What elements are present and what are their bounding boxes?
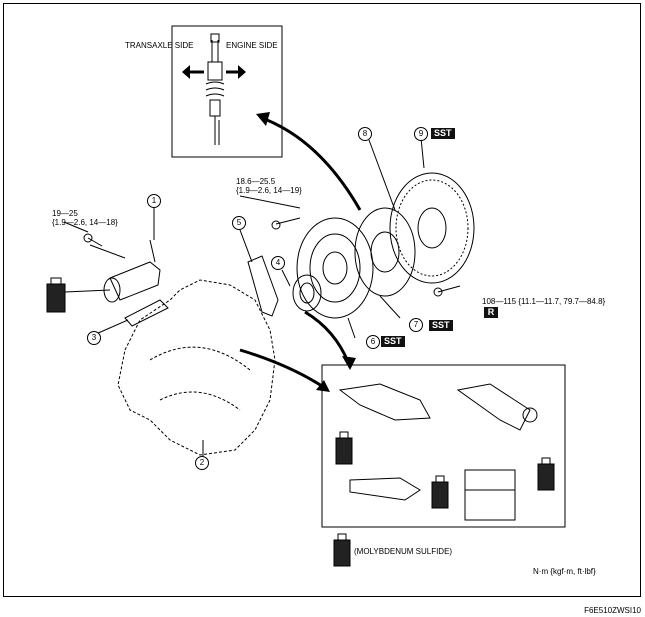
callout-8: 8: [358, 127, 372, 141]
figure-code: F6E510ZWSI10: [584, 606, 641, 615]
figure-frame: [3, 3, 641, 597]
engine-side-label: ENGINE SIDE: [226, 41, 278, 50]
arrow-to-bottom-inset-1: [304, 310, 350, 363]
callout-2: 2: [195, 456, 209, 470]
release-fork: [247, 255, 279, 317]
arrow-to-bottom-inset-2: [239, 348, 326, 390]
transaxle-side-label: TRANSAXLE SIDE: [125, 41, 194, 50]
inset-box-bottom: [321, 364, 566, 528]
torque-slave-line1: 19—25: [52, 209, 78, 218]
callout-7: 7: [409, 318, 423, 332]
callout-9: 9: [414, 127, 428, 141]
grease-note: (MOLYBDENUM SULFIDE): [354, 547, 453, 556]
callout-5: 5: [232, 216, 246, 230]
torque-slave-line2: {1.9—2.6, 14—18}: [52, 218, 118, 227]
callout-4: 4: [271, 256, 285, 270]
grease-can-inset-1: [335, 437, 353, 465]
sst-badge-9: SST: [431, 128, 455, 139]
torque-cover-line1: 18.6—25.5: [236, 177, 276, 186]
callout-6: 6: [366, 335, 380, 349]
flywheel: [389, 172, 475, 284]
transaxle-housing: [117, 279, 276, 456]
unit-note: N·m {kgf·m, ft·lbf}: [533, 567, 596, 576]
arrow-to-top-inset: [261, 116, 362, 211]
grease-can-inset-2: [431, 481, 449, 509]
callout-3: 3: [87, 331, 101, 345]
callout-1: 1: [147, 194, 161, 208]
sst-badge-6: SST: [381, 336, 405, 347]
sst-badge-7: SST: [429, 320, 453, 331]
release-bearing: [292, 274, 322, 312]
inset-box-top: [171, 25, 283, 158]
torque-flywheel: 108—115 {11.1—11.7, 79.7—84.8}: [482, 297, 606, 306]
grease-can-legend: [333, 539, 351, 567]
torque-cover-line2: {1.9—2.6, 14—19}: [236, 186, 302, 195]
clutch-cover: [296, 217, 374, 319]
clutch-disc: [354, 207, 416, 297]
replace-badge: R: [484, 307, 498, 318]
grease-can-inset-3: [537, 463, 555, 491]
grease-can-left: [46, 283, 66, 313]
